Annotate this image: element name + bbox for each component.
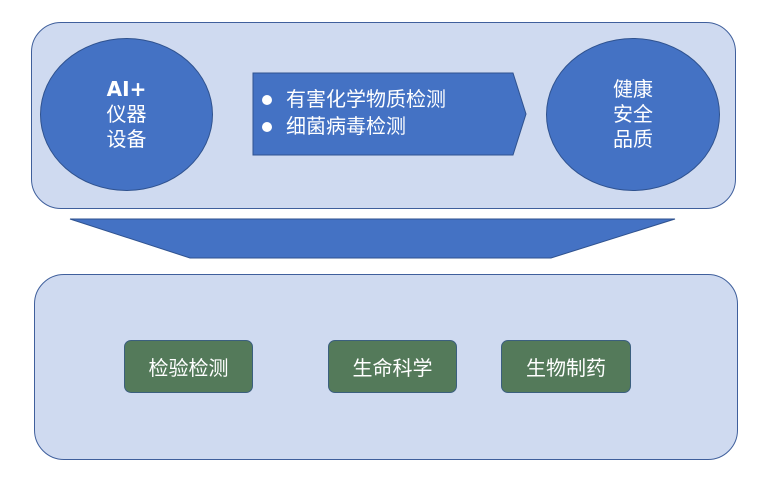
funnel-trapezoid: [69, 218, 676, 259]
right-circle-line1: 健康: [613, 77, 653, 101]
right-circle-health: 健康 安全 品质: [546, 38, 720, 191]
box-inspection: 检验检测: [124, 340, 253, 393]
bullet-item: 有害化学物质检测: [262, 86, 512, 113]
right-circle-line3: 品质: [613, 127, 653, 151]
box-biopharma: 生物制药: [501, 340, 631, 393]
left-circle-line1: AI+: [106, 77, 147, 101]
right-circle-line2: 安全: [613, 102, 653, 126]
bullet-item: 细菌病毒检测: [262, 113, 512, 140]
left-circle-line3: 设备: [106, 127, 147, 151]
bullet-dot-icon: [262, 121, 272, 132]
left-circle-line2: 仪器: [106, 102, 147, 126]
left-circle-ai-device: AI+ 仪器 设备: [40, 38, 213, 191]
box-life-science: 生命科学: [328, 340, 457, 393]
arrow-bullet-list: 有害化学物质检测 细菌病毒检测: [262, 86, 512, 140]
bullet-text: 细菌病毒检测: [286, 114, 406, 138]
bullet-text: 有害化学物质检测: [286, 87, 446, 111]
bullet-dot-icon: [262, 94, 272, 105]
